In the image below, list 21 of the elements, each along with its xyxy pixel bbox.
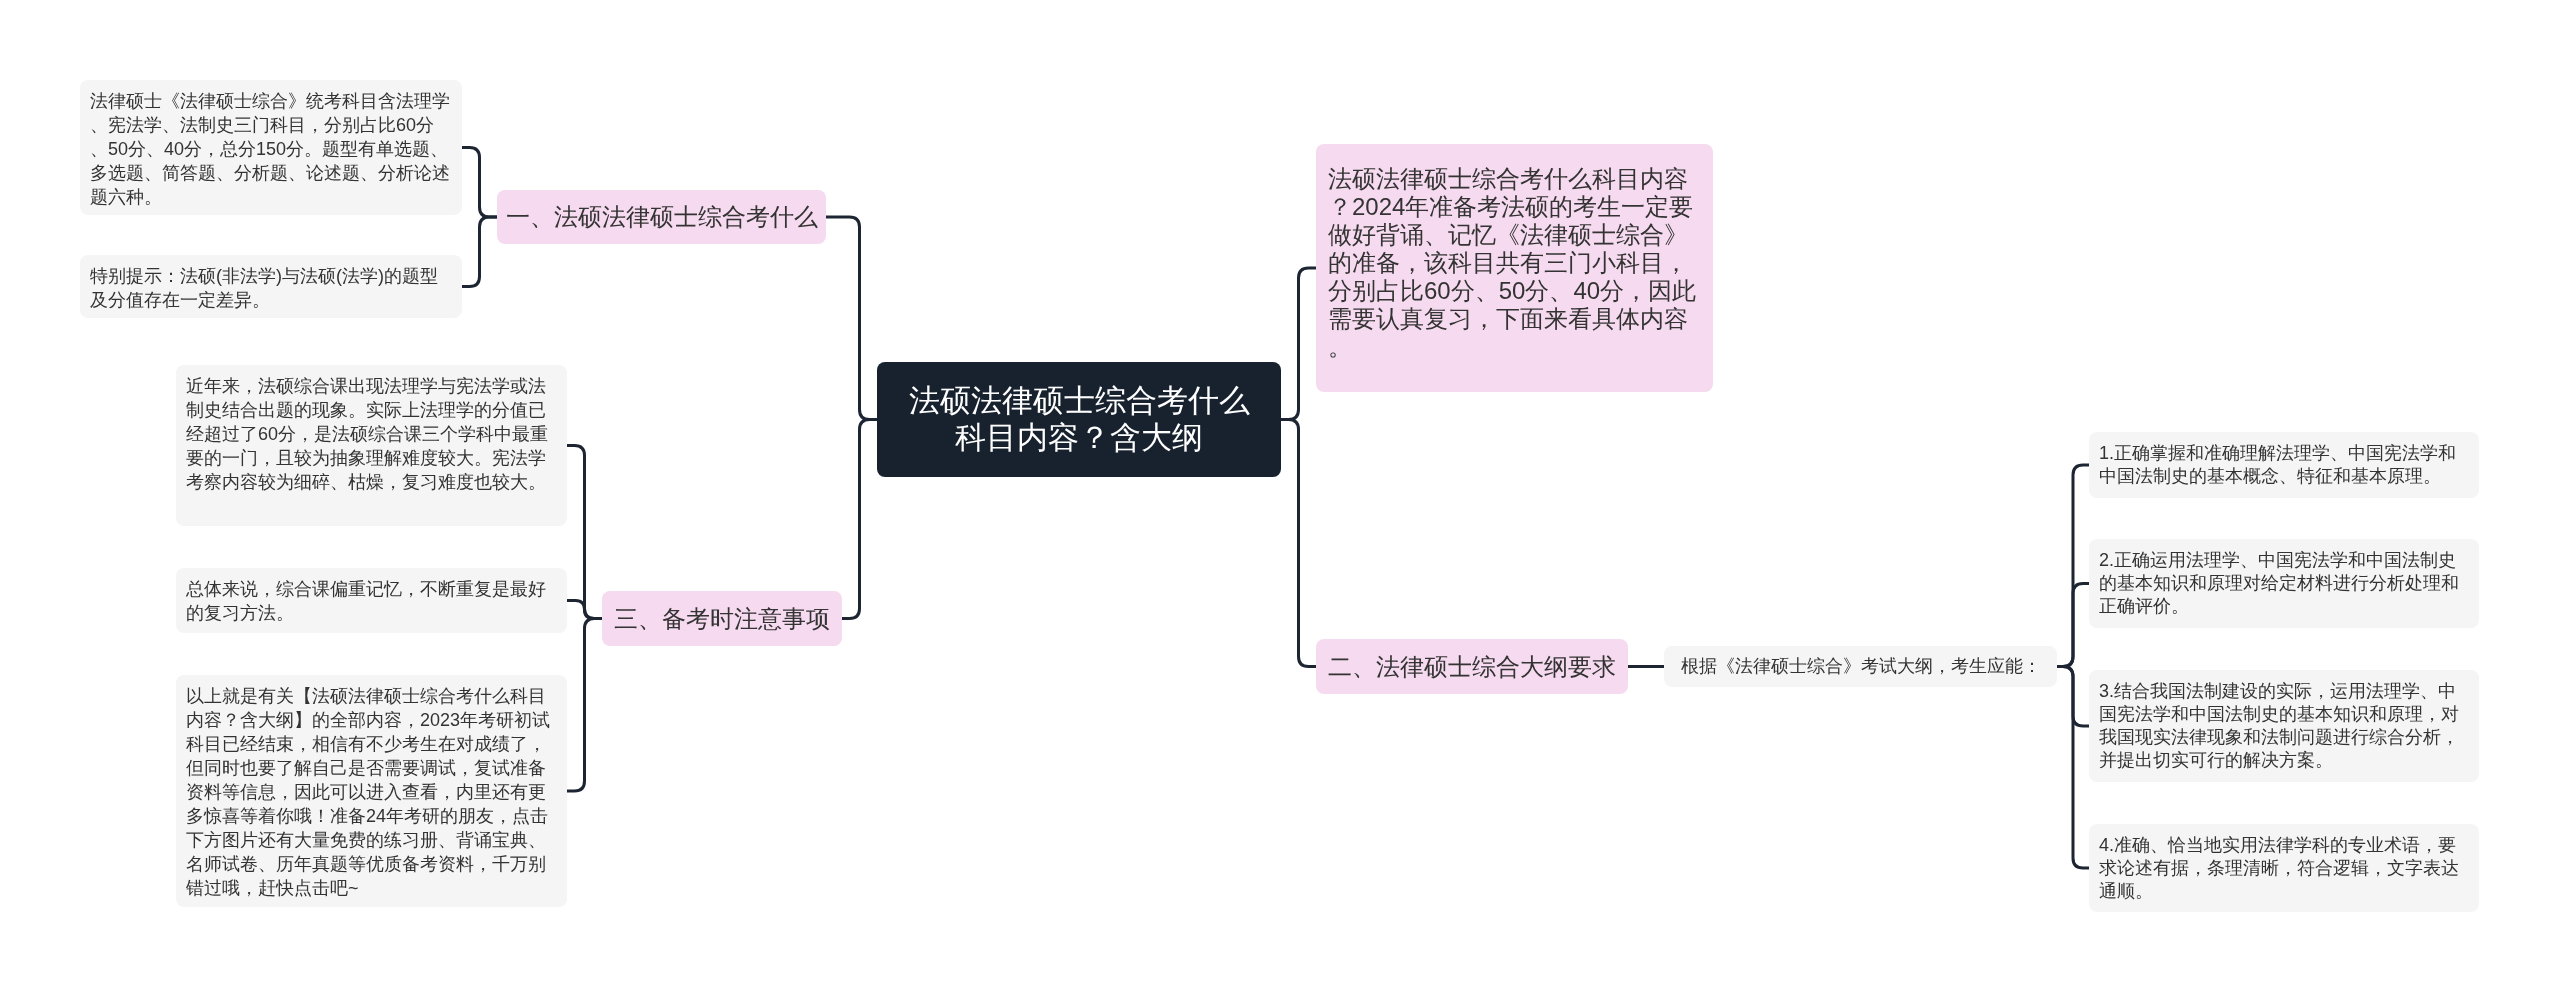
connector-line: [462, 215, 497, 288]
note-box: 总体来说，综合课偏重记忆，不断重复是最好的复习方法。: [176, 568, 567, 633]
note-box: 近年来，法硕综合课出现法理学与宪法学或法制史结合出题的现象。实际上法理学的分值已经超过了60分，是法硕综合课三个学科中最重要的一门，且较为抽象理解难度较大。宪法学考察内容较为细碎、枯燥，复习难度也较大。: [176, 365, 567, 526]
connector-line: [1281, 418, 1316, 668]
intro-note-box: 法硕法律硕士综合考什么科目内容？2024年准备考法硕的考生一定要做好背诵、记忆《法律硕士综合》的准备，该科目共有三门小科目，分别占比60分、50分、40分，因此需要认真复习，下面来看具体内容。: [1316, 144, 1713, 392]
connector-line: [1628, 665, 1664, 668]
note-box: 以上就是有关【法硕法律硕士综合考什么科目内容？含大纲】的全部内容，2023年考研初试科目已经结束，相信有不少考生在对成绩了，但同时也要了解自己是否需要调试，复试准备资料等信息，因此可以进入查看，内里还有更多惊喜等着你哦！准备24年考研的朋友，点击下方图片还有大量免费的练习册、背诵宝典、名师试卷、历年真题等优质备考资料，千万别错过哦，赶快点击吧~: [176, 675, 567, 907]
note-box: 根据《法律硕士综合》考试大纲，考生应能：: [1664, 646, 2057, 687]
branch-topic-box: 一、法硕法律硕士综合考什么: [497, 190, 826, 244]
connector-line: [567, 617, 602, 793]
connector-line: [2057, 665, 2089, 870]
note-box: 特别提示：法硕(非法学)与法硕(法学)的题型及分值存在一定差异。: [80, 255, 462, 318]
connector-line: [842, 418, 877, 620]
branch-topic-box: 二、法律硕士综合大纲要求: [1316, 639, 1628, 694]
note-box: 4.准确、恰当地实用法律学科的专业术语，要求论述有据，条理清晰，符合逻辑，文字表达通顺。: [2089, 824, 2479, 912]
note-box: 3.结合我国法制建设的实际，运用法理学、中国宪法学和中国法制史的基本知识和原理，对我国现实法律现象和法制问题进行综合分析，并提出切实可行的解决方案。: [2089, 670, 2479, 782]
note-box: 法律硕士《法律硕士综合》统考科目含法理学、宪法学、法制史三门科目，分别占比60分、50分、40分，总分150分。题型有单选题、多选题、简答题、分析题、论述题、分析论述题六种。: [80, 80, 462, 215]
central-topic-box: 法硕法律硕士综合考什么科目内容？含大纲: [877, 362, 1281, 477]
branch-topic-box: 三、备考时注意事项: [602, 591, 842, 646]
note-box: 2.正确运用法理学、中国宪法学和中国法制史的基本知识和原理对给定材料进行分析处理和正确评价。: [2089, 539, 2479, 628]
note-box: 1.正确掌握和准确理解法理学、中国宪法学和中国法制史的基本概念、特征和基本原理。: [2089, 432, 2479, 498]
